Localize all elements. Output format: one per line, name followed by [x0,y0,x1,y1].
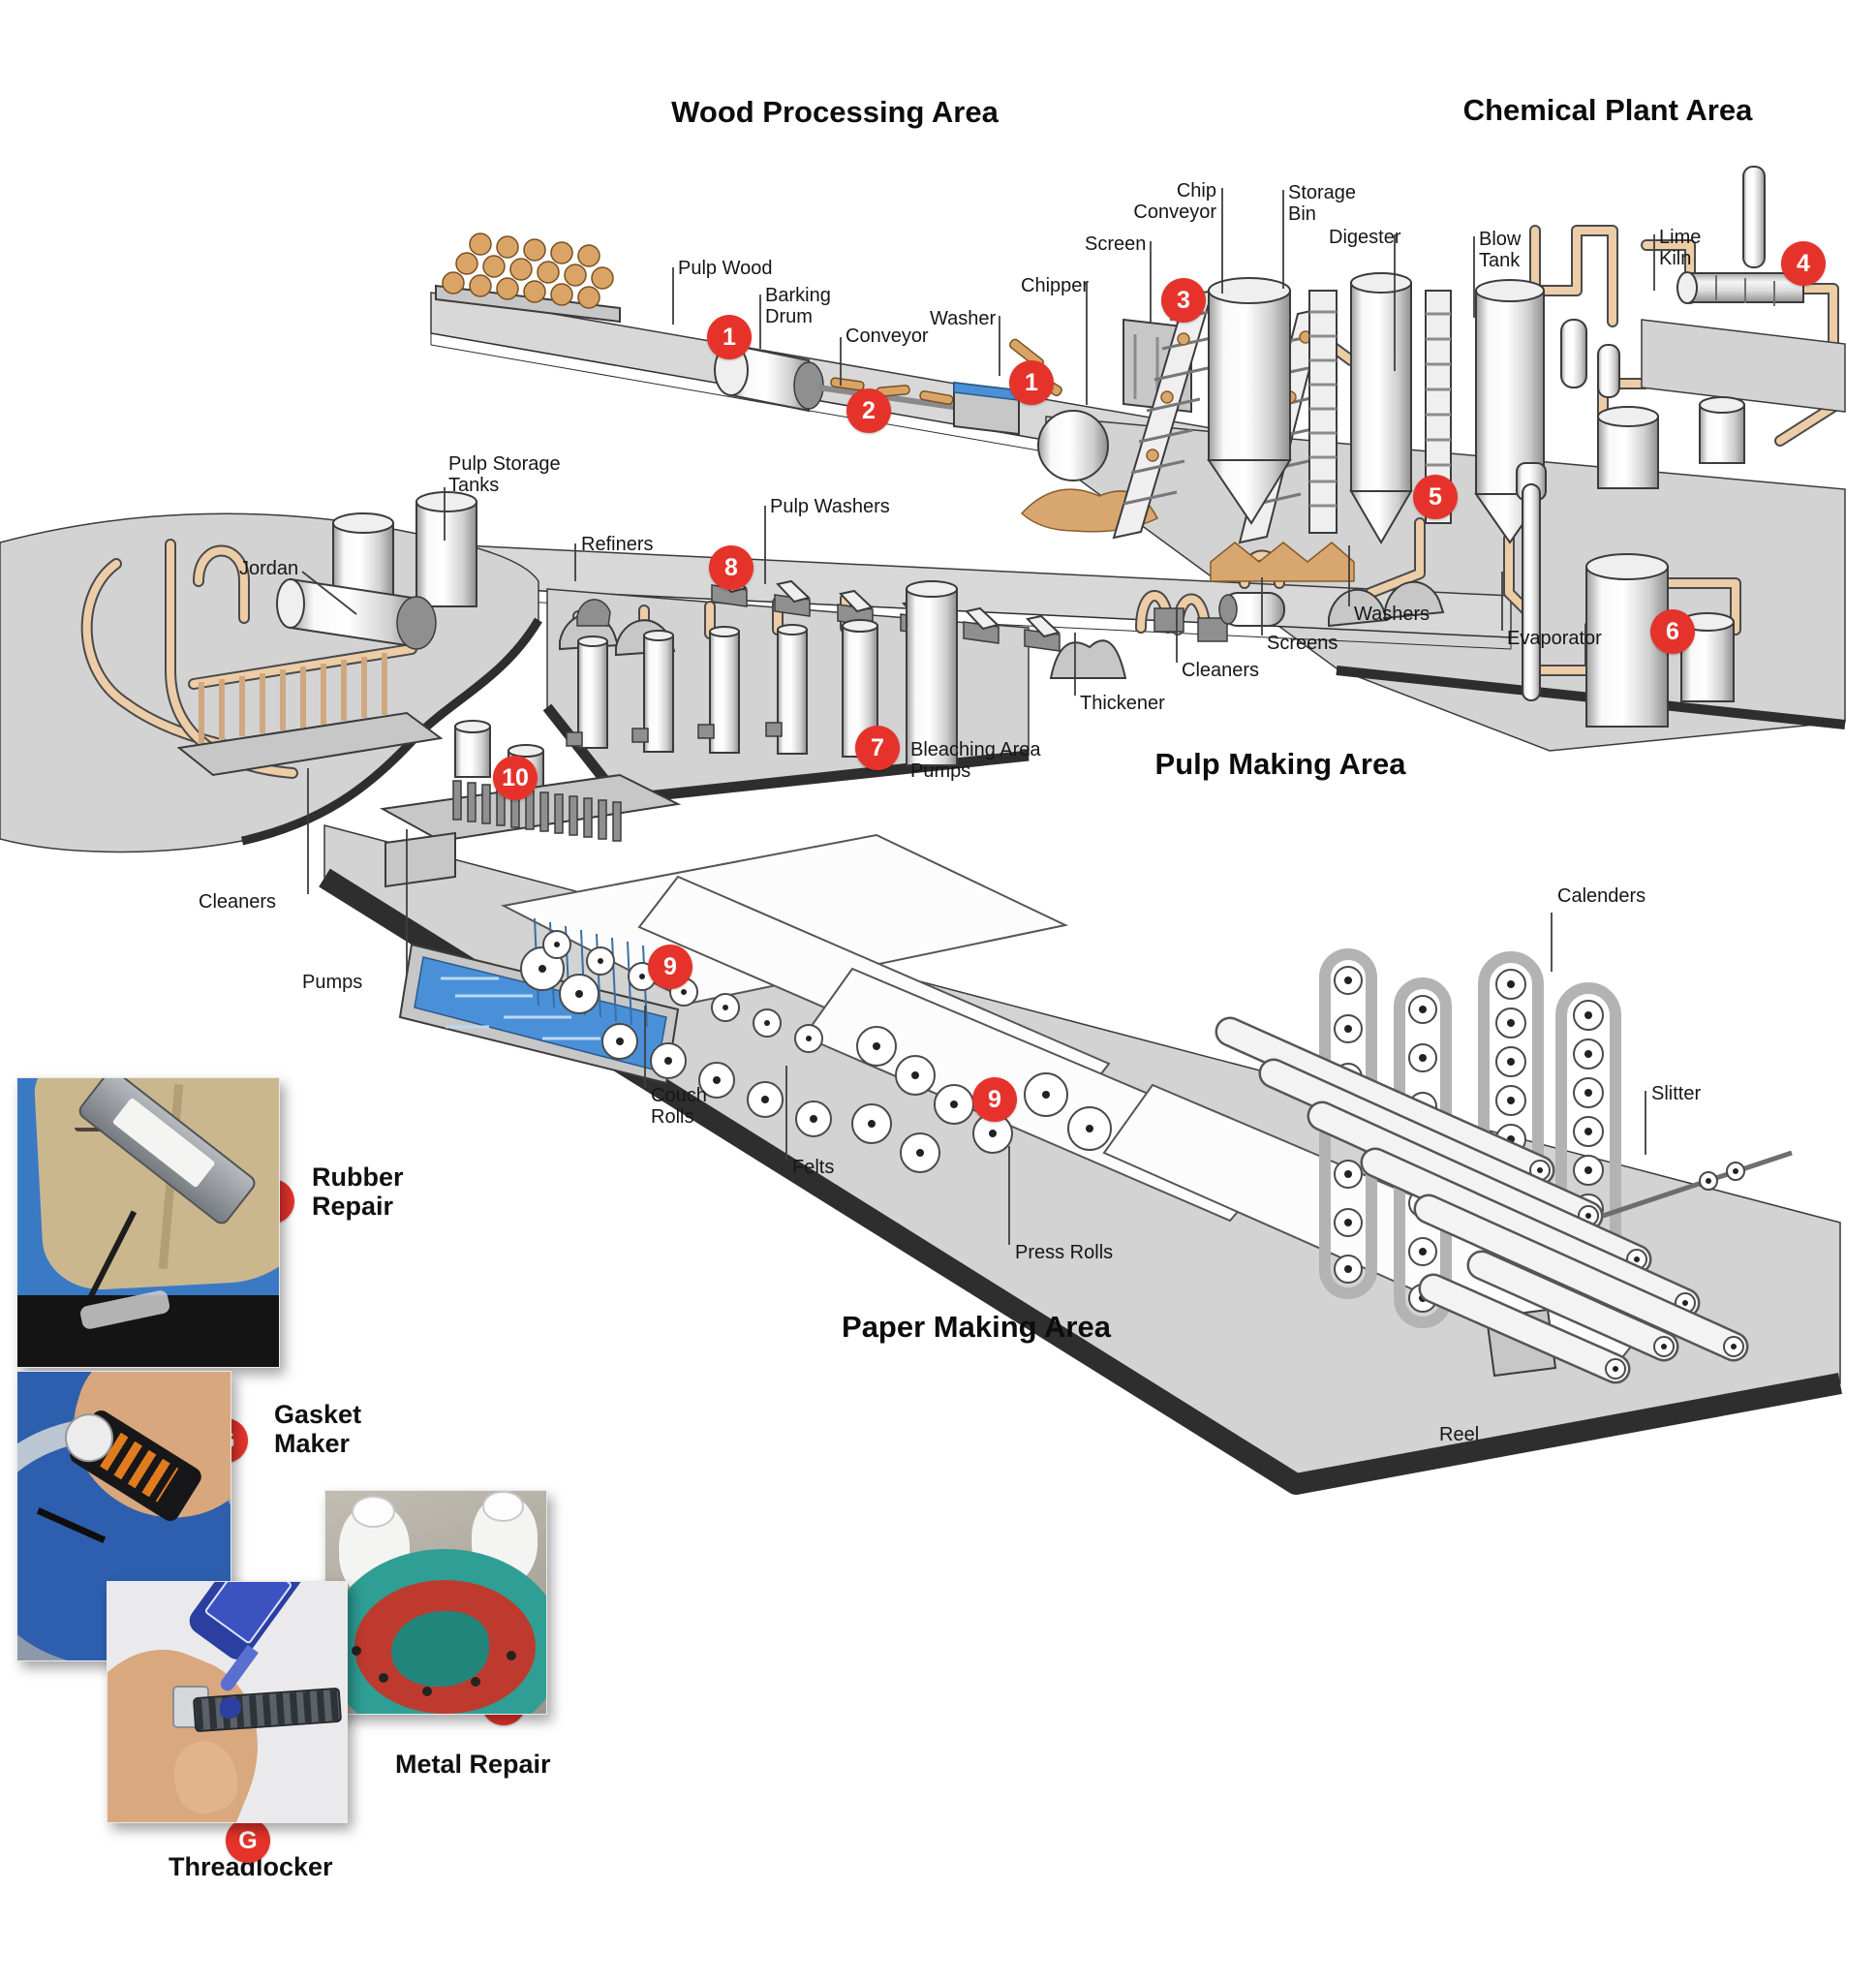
digester [1349,272,1413,544]
bolt-hole [422,1686,433,1696]
label-pulp-storage: Pulp Storage Tanks [448,453,561,497]
label-storage: Storage Bin [1288,182,1357,226]
marker-7: 7 [855,726,900,770]
felt-rolls [601,1023,832,1137]
label-couch: Couch Rolls [651,1085,707,1129]
label-bleaching-area: Bleaching Area Pumps [910,739,1041,783]
washer [953,381,1020,436]
label-chip: Chip Conveyor [1133,180,1216,224]
wire-rolls [542,930,823,1053]
barking-drum [714,343,824,413]
label-screen: Screen [1085,233,1147,255]
label-blow: Blow Tank [1479,229,1522,272]
bleaching-towers [566,580,958,766]
flange-core [391,1611,489,1688]
hard-hat [482,1491,525,1522]
label-reel: Reel [1439,1424,1480,1445]
storage-bin [1207,277,1292,525]
label-cleaners: Cleaners [199,891,277,913]
bolt-hole [352,1646,362,1657]
hard-hat [352,1495,396,1529]
wood-processing-area-title: Wood Processing Area [671,95,999,129]
chipper [1037,410,1109,481]
photo-metal-repair [324,1490,547,1715]
blow-tank [1474,279,1546,544]
bottle-label [202,1582,293,1645]
marker-2: 2 [846,388,891,433]
condenser-2 [1597,344,1620,398]
washers-mid [1328,580,1445,628]
pulp-making-area-title: Pulp Making Area [1154,747,1406,781]
paper-making-area-title: Paper Making Area [842,1310,1111,1344]
caption-rubber: Rubber Repair [312,1162,404,1222]
condenser-1 [1560,319,1587,388]
marker-4: 4 [1781,241,1826,286]
press-rolls [851,1026,1112,1173]
label-evaporator: Evaporator [1507,628,1602,649]
label-thickener: Thickener [1080,693,1165,714]
label-pulp-washers: Pulp Washers [770,496,890,517]
label-refiners: Refiners [581,534,654,555]
caption-metal-repair: Metal Repair [395,1750,551,1779]
label-barking: Barking Drum [765,285,831,328]
label-screens: Screens [1267,633,1338,654]
chemical-plant-area-title: Chemical Plant Area [1462,93,1753,127]
headbox [379,773,682,888]
label-conveyor: Conveyor [846,326,929,347]
marker-10: 10 [493,756,538,800]
marker-3: 3 [1161,278,1206,323]
label-calenders: Calenders [1557,885,1646,907]
label-chipper: Chipper [1021,275,1090,296]
label-felts: Felts [792,1157,835,1178]
marker-1: 1 [707,315,752,359]
label-pumps: Pumps [302,972,363,993]
screen-elevator [1112,289,1219,540]
marker-6: 6 [1650,609,1695,654]
marker-5: 5 [1413,475,1458,519]
marker-8: 8 [709,545,753,590]
reel [1418,1250,1679,1384]
marker-9: 9 [972,1077,1017,1122]
cleaners-manifold [176,711,444,777]
lime-kiln [1641,166,1846,413]
photo-threadlocker [107,1581,348,1823]
wood-processing-machinery [435,232,1452,582]
chemical-plant-machinery [1474,166,1846,728]
marker-9: 9 [648,945,692,989]
label-pulp-wood: Pulp Wood [678,258,773,279]
photo-rubber-repair [16,1077,280,1368]
label-slitter: Slitter [1651,1083,1702,1104]
slitter [1602,1150,1793,1219]
label-lime: Lime Kiln [1659,227,1702,270]
label-press-rolls: Press Rolls [1015,1242,1114,1263]
label-jordan: Jordan [239,558,299,579]
label-digester: Digester [1329,227,1401,248]
evaporator [1516,462,1547,701]
caption-gasket: Gasket Maker [274,1400,362,1459]
screens-machine [1218,592,1285,627]
label-cleaners: Cleaners [1182,660,1260,681]
paper-machine [379,773,1793,1384]
marker-g: G [226,1818,270,1863]
log-pile [442,232,614,309]
couch-rolls [520,946,600,1014]
winder-rolls [1215,1016,1749,1362]
screw-conveyor [1210,542,1355,582]
label-washers: Washers [1354,604,1430,625]
thickener [1049,639,1127,679]
cleaners-mid [1153,607,1228,642]
label-washer: Washer [930,308,997,329]
bolt-hole [506,1650,516,1660]
marker-1: 1 [1009,360,1054,405]
digester-tray-column [1308,290,1338,534]
bolt-hole [378,1672,388,1683]
bolt-hole [471,1677,481,1688]
threadlocker-drop [220,1697,242,1720]
